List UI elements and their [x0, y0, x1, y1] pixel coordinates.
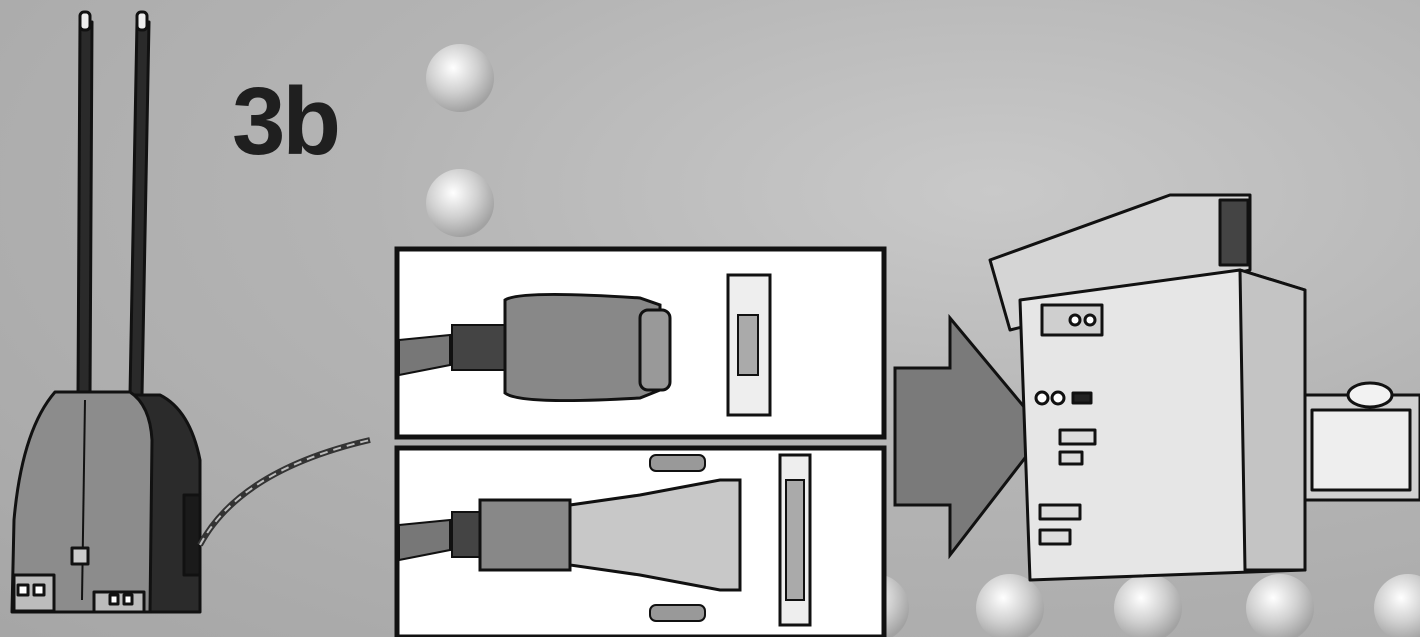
computer-icon [990, 195, 1420, 580]
serial-9pin-panel [397, 249, 884, 437]
serial-25pin-panel [397, 448, 884, 637]
receiver-icon [12, 12, 370, 612]
